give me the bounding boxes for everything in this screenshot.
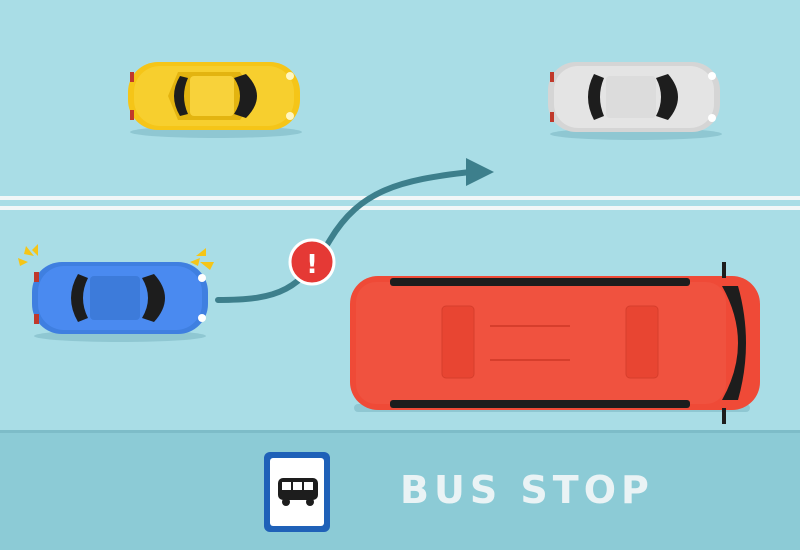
warning-badge: ! — [288, 238, 336, 286]
gray-car — [548, 62, 722, 140]
lane-divider — [0, 196, 800, 210]
red-bus — [350, 262, 760, 424]
exclamation-icon: ! — [306, 250, 318, 280]
hazard-light-icon — [18, 244, 214, 270]
blue-car — [32, 262, 208, 342]
sidewalk — [0, 430, 800, 550]
arrow-curve-icon — [215, 158, 494, 303]
bus-stop-sign — [264, 452, 330, 532]
bus-icon — [278, 478, 318, 506]
yellow-car — [128, 62, 302, 138]
bus-stop-label: BUS STOP — [400, 468, 654, 512]
